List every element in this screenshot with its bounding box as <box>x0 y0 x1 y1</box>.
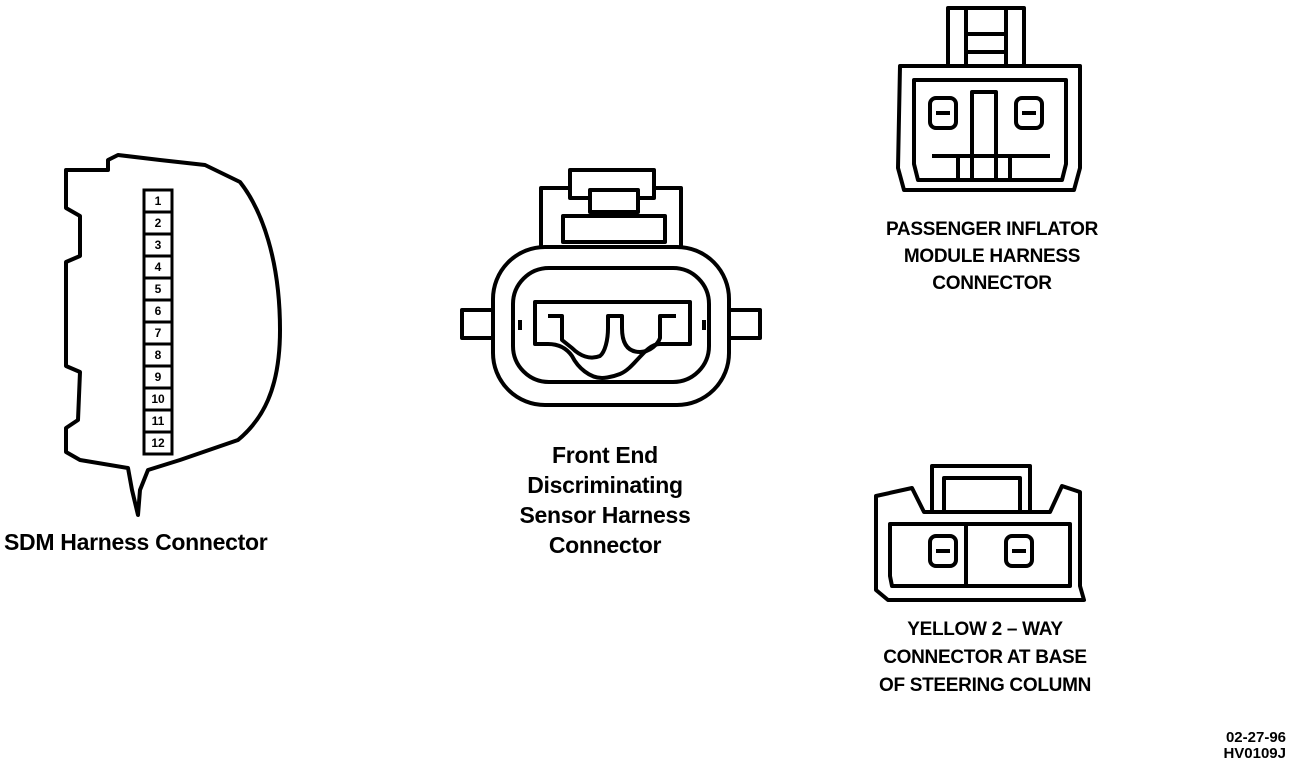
sdm-pin-number: 2 <box>155 216 162 230</box>
sdm-pin-number: 6 <box>155 304 162 318</box>
sdm-pin-number: 3 <box>155 238 162 252</box>
passenger-inflator-connector-label: PASSENGER INFLATOR MODULE HARNESS CONNEC… <box>842 216 1142 297</box>
front-end-label-line: Sensor Harness <box>519 502 691 528</box>
sdm-pin-number: 7 <box>155 326 162 340</box>
figure-code: HV0109J <box>1223 745 1286 762</box>
sdm-connector-label: SDM Harness Connector <box>4 529 268 555</box>
front-end-label-line: Connector <box>548 532 662 558</box>
yellow-connector-label-line: YELLOW 2 – WAY <box>907 619 1063 640</box>
passenger-inflator-label-line: MODULE HARNESS <box>903 246 1081 267</box>
figure-stamp: 02-27-96 HV0109J <box>1223 730 1286 762</box>
sdm-pin-number: 10 <box>151 392 165 406</box>
yellow-connector-label-line: CONNECTOR AT BASE <box>883 647 1087 668</box>
figure-date: 02-27-96 <box>1225 729 1286 746</box>
sdm-pin-number: 12 <box>151 436 165 450</box>
sdm-pin-cell <box>142 430 174 456</box>
yellow-connector-label-line: OF STEERING COLUMN <box>878 675 1092 696</box>
sdm-connector-drawing <box>64 153 282 517</box>
passenger-inflator-connector-drawing <box>896 6 1082 192</box>
sdm-pin-number: 5 <box>155 282 162 296</box>
front-end-label-line: Discriminating <box>527 472 683 498</box>
passenger-inflator-label-line: CONNECTOR <box>932 273 1052 294</box>
sdm-pin-number: 8 <box>155 348 162 362</box>
sdm-pin-number: 11 <box>152 414 165 428</box>
sdm-pin-number: 1 <box>155 194 162 208</box>
yellow-2-way-connector-drawing <box>874 464 1086 602</box>
passenger-inflator-label-line: PASSENGER INFLATOR <box>885 219 1099 240</box>
front-end-sensor-connector-label: Front End Discriminating Sensor Harness … <box>480 440 730 560</box>
front-end-label-line: Front End <box>552 442 658 468</box>
yellow-connector-label: YELLOW 2 – WAY CONNECTOR AT BASE OF STEE… <box>840 616 1130 700</box>
front-end-sensor-connector-drawing <box>460 168 762 407</box>
sdm-pin-number: 9 <box>155 370 162 384</box>
sdm-pin-number: 4 <box>155 260 162 274</box>
